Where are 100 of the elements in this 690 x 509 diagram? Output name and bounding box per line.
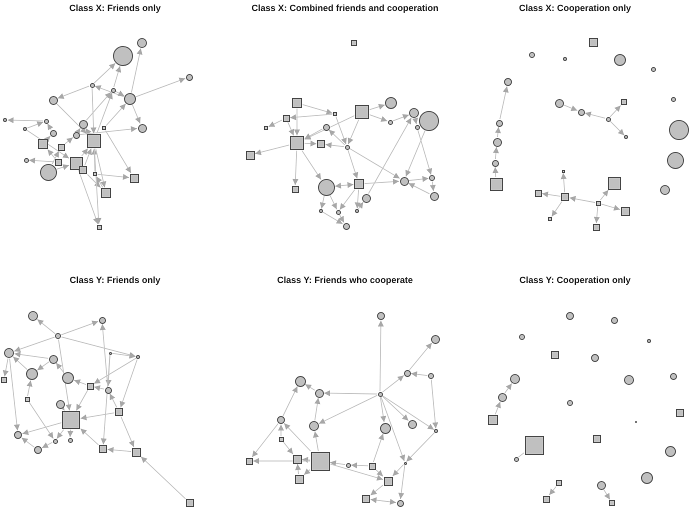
arrow [94,148,102,224]
network-node [3,118,7,122]
network-node [292,98,302,108]
network-node [56,400,64,408]
network-node [591,354,599,362]
network-node [404,370,410,376]
arrow [320,195,326,210]
arrow [322,212,344,224]
network-node [310,452,330,470]
arrow [569,196,596,203]
arrow [96,92,113,134]
network-node [99,445,107,453]
arrow [26,380,32,396]
arrow [106,354,112,386]
arrow [392,114,410,122]
network-node [246,458,252,464]
arrow [282,386,298,416]
network-node [641,472,653,484]
network-node [38,139,48,149]
panel-title: Class Y: Cooperation only [518,275,632,285]
network-node [362,194,370,202]
arrow [7,117,44,124]
arrow [100,354,110,445]
arrow [370,497,396,505]
arrow [94,385,105,392]
arrow [36,361,50,371]
network-node [138,124,146,132]
network-node [130,174,138,182]
network-node [647,339,651,343]
network-node [14,431,22,439]
network-node [108,352,112,354]
network-node [670,96,676,102]
arrow [254,144,290,156]
arrow [349,148,400,179]
network-node [404,462,406,464]
arrow [56,103,87,134]
arrow [290,114,333,120]
network-node [246,150,254,160]
arrow [301,150,322,180]
arrow [2,358,9,377]
network-node [614,54,626,66]
network-node [68,438,72,442]
network-node [277,416,285,424]
network-node [396,500,404,506]
arrow [405,130,426,177]
arrow [328,129,346,146]
arrow [408,182,430,194]
arrow [14,336,56,352]
network-node [624,375,634,385]
arrow [94,358,136,384]
network-node [342,222,350,230]
network-node [124,93,136,105]
arrow [494,401,501,415]
network-node [282,114,290,122]
network-node [78,120,88,128]
arrow [282,442,294,454]
network-node [596,200,600,206]
network-node [488,415,498,425]
arrow [21,437,35,448]
panel-title: Class X: Cooperation only [518,3,632,13]
network-node [498,392,506,402]
network-node [606,116,610,122]
arrow [380,396,386,423]
network-node [551,351,559,359]
network-node [48,96,58,104]
network-node [40,164,56,180]
network-node [98,316,106,324]
arrow [56,362,64,374]
arrow [338,214,344,223]
arrow [67,429,74,438]
arrow [80,126,138,136]
network-node [529,52,535,58]
arrow [94,62,116,84]
arrow [372,433,384,462]
arrow [9,358,20,431]
arrow [542,192,561,198]
arrow [364,178,400,185]
arrow [60,336,136,358]
arrow [57,86,90,99]
arrow [74,128,81,135]
network-node [87,134,101,148]
arrow [295,464,302,474]
network-node [385,97,397,109]
network-node [28,311,38,321]
arrow [47,123,54,130]
arrow [382,375,404,393]
network-node [660,185,670,195]
network-node [578,108,584,116]
network-node [333,112,337,116]
arrow [52,150,60,164]
arrow [64,137,74,144]
arrow [252,423,279,458]
network-node [1,377,7,383]
network-node [62,411,80,429]
network-node [496,120,502,126]
panel-title: Class Y: Friends who cooperate [276,275,414,285]
network-node [368,462,376,470]
arrow [140,456,186,500]
network-node [566,312,574,320]
arrow [584,112,606,119]
